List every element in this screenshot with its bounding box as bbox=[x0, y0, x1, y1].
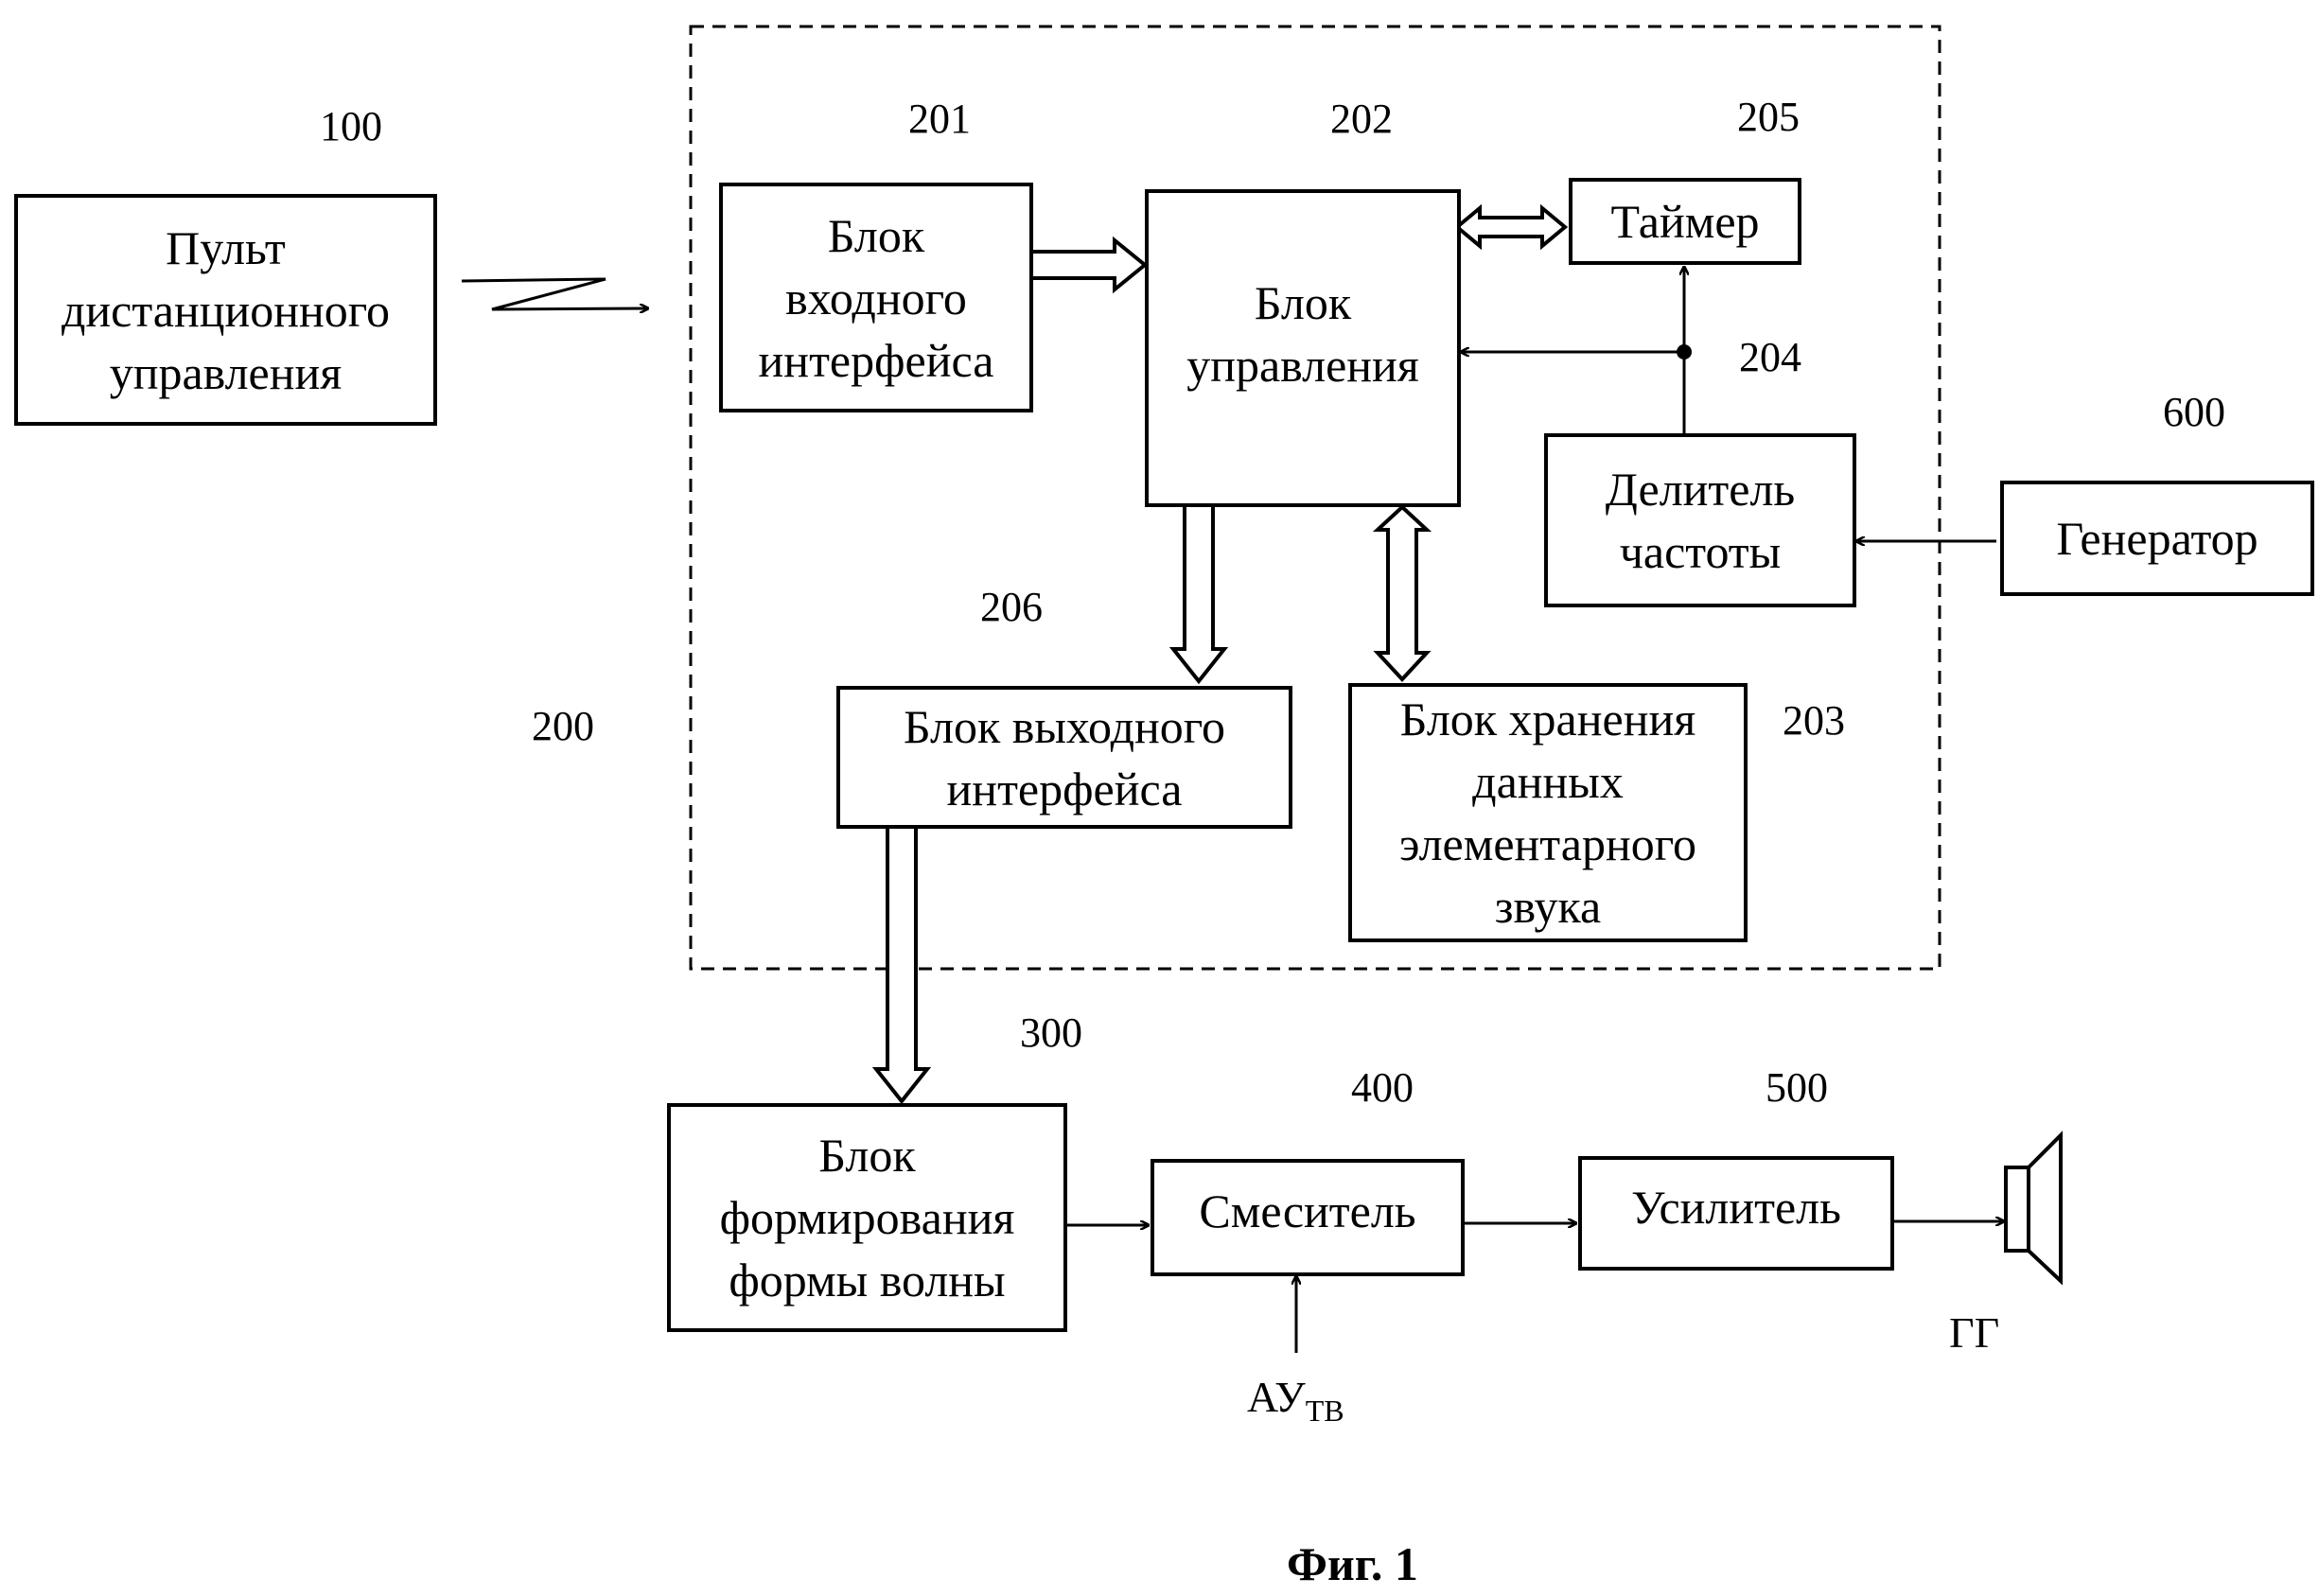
figure-caption: Фиг. 1 bbox=[1287, 1537, 1418, 1590]
ref-100: 100 bbox=[320, 103, 382, 149]
block-waveform: Блок формирования формы волны bbox=[667, 1103, 1067, 1332]
block-timer: Таймер bbox=[1569, 178, 1801, 265]
bus-input-to-control bbox=[1033, 236, 1149, 294]
block-amplifier: Усилитель bbox=[1578, 1156, 1894, 1271]
block-output-interface: Блок выходного интерфейса bbox=[836, 686, 1292, 829]
block-control: Блок управления bbox=[1145, 189, 1461, 507]
ref-500: 500 bbox=[1766, 1064, 1828, 1111]
ref-201: 201 bbox=[908, 96, 971, 142]
signal-au-subscript: ТВ bbox=[1305, 1394, 1344, 1428]
ref-202: 202 bbox=[1330, 96, 1393, 142]
signal-au-label: АУТВ bbox=[1247, 1372, 1344, 1429]
block-control-label: Блок управления bbox=[1186, 276, 1419, 392]
block-frequency-divider-label: Делитель частоты bbox=[1605, 463, 1796, 578]
block-mixer-label: Смеситель bbox=[1199, 1184, 1416, 1237]
signal-au-main: АУ bbox=[1247, 1373, 1306, 1421]
block-amplifier-label: Усилитель bbox=[1631, 1180, 1841, 1234]
bus-control-to-output bbox=[1168, 507, 1229, 685]
ref-204: 204 bbox=[1739, 334, 1801, 380]
block-storage: Блок хранения данных элементарного звука bbox=[1348, 683, 1748, 942]
block-storage-label: Блок хранения данных элементарного звука bbox=[1399, 693, 1696, 933]
wireless-link bbox=[461, 277, 648, 309]
block-frequency-divider: Делитель частоты bbox=[1544, 433, 1856, 607]
ref-200: 200 bbox=[532, 703, 594, 749]
ref-205: 205 bbox=[1737, 94, 1800, 140]
bus-output-to-waveform bbox=[871, 829, 932, 1105]
block-generator-label: Генератор bbox=[2056, 512, 2258, 565]
block-remote-control-label: Пульт дистанционного управления bbox=[61, 220, 391, 399]
block-waveform-label: Блок формирования формы волны bbox=[719, 1129, 1015, 1307]
loudspeaker-icon bbox=[2004, 1131, 2063, 1286]
block-mixer: Смеситель bbox=[1151, 1159, 1465, 1276]
bus-control-timer bbox=[1453, 203, 1569, 251]
block-input-interface-label: Блок входного интерфейса bbox=[758, 208, 994, 387]
ref-400: 400 bbox=[1351, 1064, 1414, 1111]
junction-dot bbox=[1677, 344, 1692, 360]
ref-600: 600 bbox=[2163, 389, 2225, 435]
block-generator: Генератор bbox=[2000, 481, 2314, 596]
block-timer-label: Таймер bbox=[1610, 195, 1760, 248]
ref-206: 206 bbox=[980, 584, 1043, 630]
block-remote-control: Пульт дистанционного управления bbox=[14, 194, 437, 426]
block-input-interface: Блок входного интерфейса bbox=[719, 183, 1033, 412]
speaker-label: ГГ bbox=[1949, 1308, 2000, 1357]
bus-control-storage bbox=[1372, 504, 1432, 682]
ref-203: 203 bbox=[1783, 697, 1845, 744]
ref-300: 300 bbox=[1020, 1009, 1082, 1056]
block-output-interface-label: Блок выходного интерфейса bbox=[903, 699, 1226, 816]
group-200-boundary bbox=[689, 25, 1941, 971]
